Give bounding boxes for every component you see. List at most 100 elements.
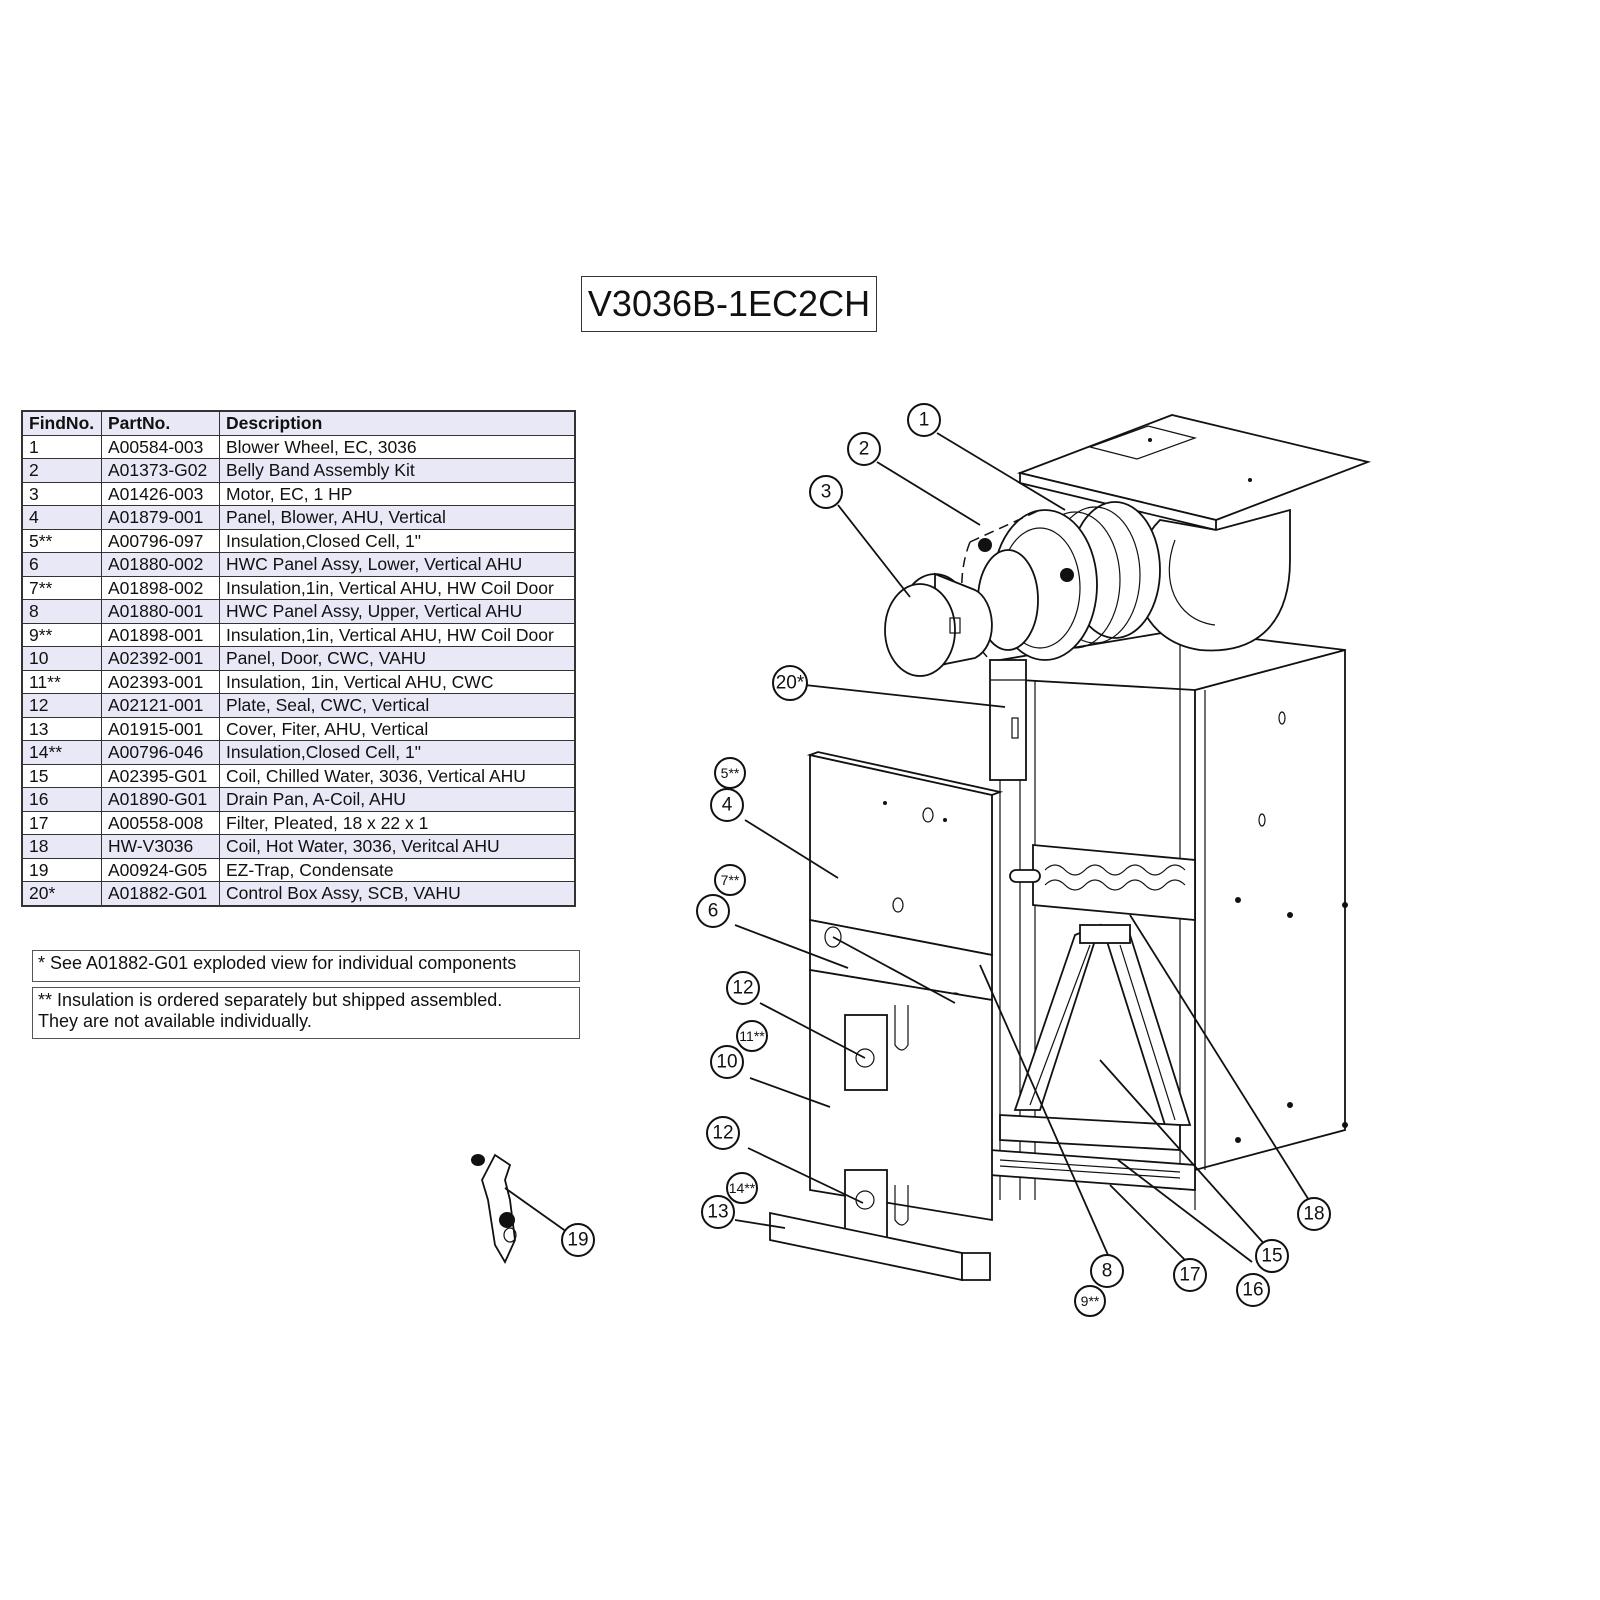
- description: Insulation,1in, Vertical AHU, HW Coil Do…: [219, 622, 576, 647]
- header-part-no: PartNo.: [101, 410, 220, 436]
- description: Panel, Blower, AHU, Vertical: [219, 505, 576, 530]
- find-no: 3: [21, 481, 102, 506]
- callout-17: 17: [1173, 1258, 1207, 1292]
- part-no: A02121-001: [101, 693, 220, 718]
- header-find-no: FindNo.: [21, 410, 102, 436]
- svg-text:18: 18: [1303, 1204, 1324, 1225]
- callout-14: 14**: [726, 1172, 758, 1204]
- callout-18: 18: [1297, 1197, 1331, 1231]
- callout-20: 20*: [772, 665, 808, 701]
- description: EZ-Trap, Condensate: [219, 857, 576, 882]
- description: Blower Wheel, EC, 3036: [219, 434, 576, 459]
- blower-panel: [806, 751, 1004, 957]
- svg-text:1: 1: [919, 410, 930, 431]
- description: Motor, EC, 1 HP: [219, 481, 576, 506]
- find-no: 1: [21, 434, 102, 459]
- description: Drain Pan, A-Coil, AHU: [219, 787, 576, 812]
- description: Coil, Chilled Water, 3036, Vertical AHU: [219, 763, 576, 788]
- part-no: A01890-G01: [101, 787, 220, 812]
- description: Insulation,1in, Vertical AHU, HW Coil Do…: [219, 575, 576, 600]
- callout-6: 6: [696, 894, 730, 928]
- callout-12-lower: 12: [706, 1116, 740, 1150]
- find-no: 11**: [21, 669, 102, 694]
- part-no: A02393-001: [101, 669, 220, 694]
- callout-4: 4: [710, 788, 744, 822]
- part-no: A01915-001: [101, 716, 220, 741]
- find-no: 7**: [21, 575, 102, 600]
- svg-text:10: 10: [716, 1052, 737, 1073]
- motor: [884, 572, 993, 677]
- description: Plate, Seal, CWC, Vertical: [219, 693, 576, 718]
- callout-8: 8: [1090, 1254, 1124, 1288]
- description: Insulation,Closed Cell, 1": [219, 528, 576, 553]
- description: Coil, Hot Water, 3036, Veritcal AHU: [219, 834, 576, 859]
- part-no: A00796-097: [101, 528, 220, 553]
- find-no: 15: [21, 763, 102, 788]
- callout-3: 3: [809, 475, 843, 509]
- callout-5: 5**: [714, 757, 746, 789]
- filter: [989, 1149, 1196, 1191]
- ez-trap: [471, 1153, 517, 1264]
- callout-11: 11**: [736, 1020, 768, 1052]
- callout-10: 10: [710, 1045, 744, 1079]
- find-no: 20*: [21, 881, 102, 906]
- callout-15: 15: [1255, 1239, 1289, 1273]
- svg-text:20*: 20*: [776, 673, 805, 694]
- blower-top-plate: [1016, 414, 1372, 532]
- part-no: A01373-G02: [101, 458, 220, 483]
- chilled-water-coil: [1013, 923, 1192, 1126]
- callout-13: 13: [701, 1195, 735, 1229]
- svg-text:9**: 9**: [1081, 1293, 1100, 1309]
- find-no: 5**: [21, 528, 102, 553]
- table-header-row: FindNo. PartNo. Description: [21, 410, 576, 436]
- description: Insulation, 1in, Vertical AHU, CWC: [219, 669, 576, 694]
- cabinet-side-panel: [1194, 648, 1348, 1172]
- callout-1: 1: [907, 403, 941, 437]
- svg-text:3: 3: [821, 482, 832, 503]
- svg-text:11**: 11**: [739, 1028, 765, 1044]
- svg-text:2: 2: [859, 439, 870, 460]
- find-no: 14**: [21, 740, 102, 765]
- description: HWC Panel Assy, Upper, Vertical AHU: [219, 599, 576, 624]
- header-description: Description: [219, 410, 576, 436]
- part-no: A00584-003: [101, 434, 220, 459]
- find-no: 19: [21, 857, 102, 882]
- part-no: A01880-002: [101, 552, 220, 577]
- description: Filter, Pleated, 18 x 22 x 1: [219, 810, 576, 835]
- belly-band: [961, 509, 1098, 661]
- callout-2: 2: [847, 432, 881, 466]
- note-single-star-text: * See A01882-G01 exploded view for indiv…: [38, 953, 517, 973]
- description: Insulation,Closed Cell, 1": [219, 740, 576, 765]
- part-no: A00796-046: [101, 740, 220, 765]
- svg-text:12: 12: [732, 978, 753, 999]
- svg-text:7**: 7**: [721, 872, 740, 888]
- part-no: A00924-G05: [101, 857, 220, 882]
- svg-text:19: 19: [567, 1230, 588, 1251]
- find-no: 9**: [21, 622, 102, 647]
- callout-12-upper: 12: [726, 971, 760, 1005]
- find-no: 8: [21, 599, 102, 624]
- find-no: 2: [21, 458, 102, 483]
- description: Panel, Door, CWC, VAHU: [219, 646, 576, 671]
- blower-housing: [1135, 508, 1291, 652]
- part-no: A02392-001: [101, 646, 220, 671]
- find-no: 16: [21, 787, 102, 812]
- part-no: HW-V3036: [101, 834, 220, 859]
- hot-water-coil: [1009, 844, 1196, 921]
